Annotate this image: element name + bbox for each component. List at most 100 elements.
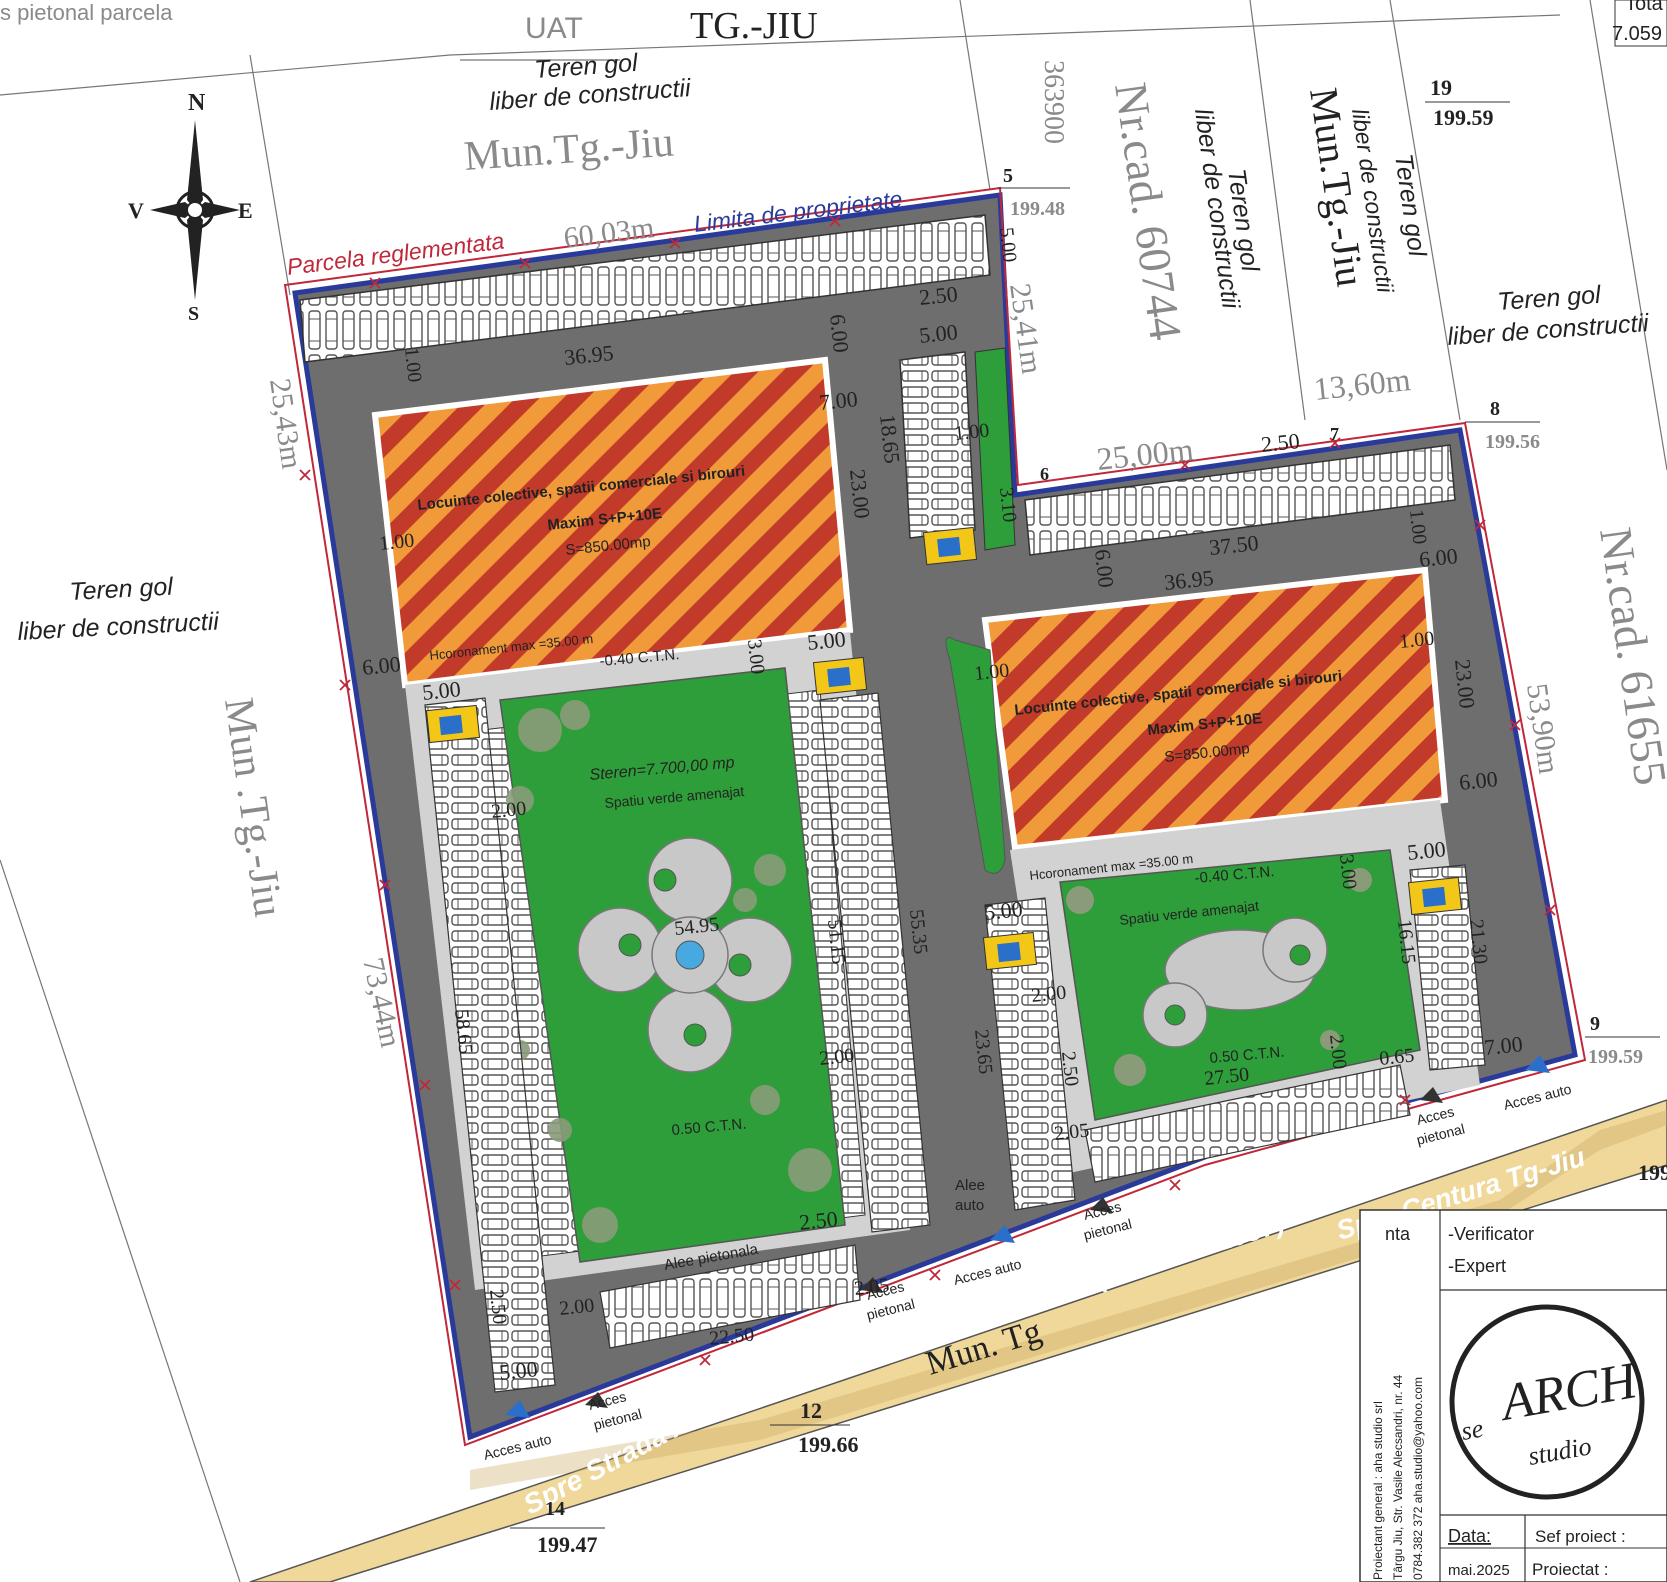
logo-circle xyxy=(1449,1304,1645,1500)
svg-text:199.56: 199.56 xyxy=(1485,431,1540,453)
uat-label: UAT xyxy=(525,12,583,45)
building-a xyxy=(371,356,854,689)
svg-text:199.59: 199.59 xyxy=(1433,105,1494,130)
svg-text:19: 19 xyxy=(1430,75,1452,100)
svg-text:2.05: 2.05 xyxy=(1053,1119,1090,1145)
svg-text:1.00: 1.00 xyxy=(378,529,415,555)
parking-left-column xyxy=(424,697,556,1393)
building-b xyxy=(981,566,1449,852)
svg-text:199: 199 xyxy=(1638,1160,1667,1185)
svg-text:Teren gol: Teren gol xyxy=(69,573,175,606)
svg-text:2.00: 2.00 xyxy=(1325,1033,1351,1070)
ctn-plus-a: 0.50 C.T.N. xyxy=(671,1116,747,1139)
svg-text:2.50: 2.50 xyxy=(1260,428,1301,457)
svg-text:5.00: 5.00 xyxy=(983,896,1024,925)
svg-text:58.65: 58.65 xyxy=(450,1008,477,1055)
svg-text:Teren gol: Teren gol xyxy=(1496,281,1602,316)
svg-text:2.50: 2.50 xyxy=(798,1206,839,1235)
parking-mid-long-column xyxy=(819,692,931,1233)
svg-text:8: 8 xyxy=(1490,398,1500,420)
svg-text:5.00: 5.00 xyxy=(918,319,959,348)
svg-text:9: 9 xyxy=(1590,1013,1600,1035)
svg-text:6.00: 6.00 xyxy=(361,651,402,680)
park-right xyxy=(984,800,1486,1211)
svg-text:3.10: 3.10 xyxy=(995,486,1021,523)
svg-text:7.00: 7.00 xyxy=(818,386,859,415)
svg-text:36.95: 36.95 xyxy=(563,340,615,370)
svg-text:1.00: 1.00 xyxy=(953,419,990,445)
svg-text:199.66: 199.66 xyxy=(798,1432,859,1457)
svg-text:2.05: 2.05 xyxy=(853,1274,890,1300)
svg-text:3.00: 3.00 xyxy=(1335,853,1361,890)
top-left-note: s pietonal parcela xyxy=(0,0,173,25)
svg-text:27.50: 27.50 xyxy=(1203,1063,1250,1090)
svg-text:6.00: 6.00 xyxy=(825,313,854,354)
svg-text:Mun .Tg.-Jiu: Mun .Tg.-Jiu xyxy=(215,695,291,920)
svg-text:2.00: 2.00 xyxy=(490,797,527,823)
parking-bottom-left xyxy=(599,1244,861,1349)
svg-text:5.00: 5.00 xyxy=(498,1356,539,1385)
svg-text:5.00: 5.00 xyxy=(806,626,847,655)
svg-text:2.50: 2.50 xyxy=(485,1288,511,1325)
svg-text:6.00: 6.00 xyxy=(1090,548,1119,589)
park-left xyxy=(405,632,910,1290)
svg-text:nta: nta xyxy=(1385,1224,1411,1244)
acces-auto-2: Acces auto xyxy=(952,1256,1023,1288)
svg-text:363900: 363900 xyxy=(1038,60,1069,144)
svg-text:12: 12 xyxy=(800,1398,822,1423)
svg-text:mai.2025: mai.2025 xyxy=(1448,1562,1510,1579)
ctn-plus-b: 0.50 C.T.N. xyxy=(1209,1044,1285,1067)
svg-text:36.95: 36.95 xyxy=(1163,565,1215,595)
title-block: nta -Verificator -Expert ARCH se studio … xyxy=(1359,1209,1667,1582)
svg-text:Sef proiect :: Sef proiect : xyxy=(1535,1527,1626,1546)
boundary-markers xyxy=(299,215,1556,1366)
svg-text:Nr.cad. 61655: Nr.cad. 61655 xyxy=(1590,524,1667,788)
svg-text:2.50: 2.50 xyxy=(1057,1050,1083,1087)
top-right-box-1: Tota xyxy=(1625,0,1664,15)
compass-e: E xyxy=(238,198,253,223)
svg-text:1.00: 1.00 xyxy=(400,346,426,383)
parking-top-left xyxy=(299,214,991,363)
svg-text:Nr.cad. 60744: Nr.cad. 60744 xyxy=(1105,79,1192,343)
svg-text:23.00: 23.00 xyxy=(1450,658,1480,710)
svg-text:23.65: 23.65 xyxy=(970,1028,997,1075)
svg-text:6: 6 xyxy=(1040,464,1049,484)
svg-text:Târgu Jiu, Str. Vasile Alecsan: Târgu Jiu, Str. Vasile Alecsandri, nr. 4… xyxy=(1391,1374,1405,1580)
svg-text:Proiectat :: Proiectat : xyxy=(1532,1560,1609,1579)
svg-text:3.00: 3.00 xyxy=(743,638,769,675)
svg-text:2.00: 2.00 xyxy=(1030,981,1067,1007)
svg-text:Proiectant general : aha studi: Proiectant general : aha studio srl xyxy=(1371,1401,1385,1580)
svg-text:1.00: 1.00 xyxy=(1398,627,1435,653)
svg-text:1.00: 1.00 xyxy=(973,659,1010,685)
svg-text:0784.382 372 aha.studio@yahoo: 0784.382 372 aha.studio@yahoo.com xyxy=(1411,1377,1425,1580)
svg-text:5.00: 5.00 xyxy=(421,676,462,705)
svg-text:liber de constructii: liber de constructii xyxy=(488,74,692,116)
ctn-minus-b: -0.40 C.T.N. xyxy=(1194,863,1275,887)
green-strip-top xyxy=(974,347,1016,551)
compass-s: S xyxy=(188,303,199,325)
svg-text:1.00: 1.00 xyxy=(1405,508,1431,545)
street xyxy=(249,1099,1667,1582)
logo-pre: se xyxy=(1459,1414,1485,1446)
svg-text:14: 14 xyxy=(545,1498,565,1520)
svg-text:199.48: 199.48 xyxy=(1010,198,1065,220)
svg-text:16.15: 16.15 xyxy=(1393,918,1420,965)
compass-w: V xyxy=(128,198,144,223)
svg-text:6.00: 6.00 xyxy=(1458,766,1499,795)
alee-auto-1: Alee xyxy=(955,1177,985,1194)
svg-text:18.65: 18.65 xyxy=(875,413,905,465)
svg-text:55.35: 55.35 xyxy=(905,908,932,955)
svg-text:6.00: 6.00 xyxy=(1418,543,1459,572)
svg-text:Mun.Tg.-Jiu: Mun.Tg.-Jiu xyxy=(462,119,675,180)
svg-text:2.00: 2.00 xyxy=(818,1044,855,1070)
svg-text:22.50: 22.50 xyxy=(708,1323,755,1350)
svg-text:21.30: 21.30 xyxy=(1465,918,1492,965)
svg-text:37.50: 37.50 xyxy=(1208,530,1260,560)
svg-text:13,60m: 13,60m xyxy=(1312,361,1412,407)
svg-text:-Expert: -Expert xyxy=(1448,1256,1506,1276)
green-strip-right xyxy=(945,637,1006,874)
parking-mid-column xyxy=(899,351,976,539)
svg-text:2.00: 2.00 xyxy=(558,1294,595,1320)
